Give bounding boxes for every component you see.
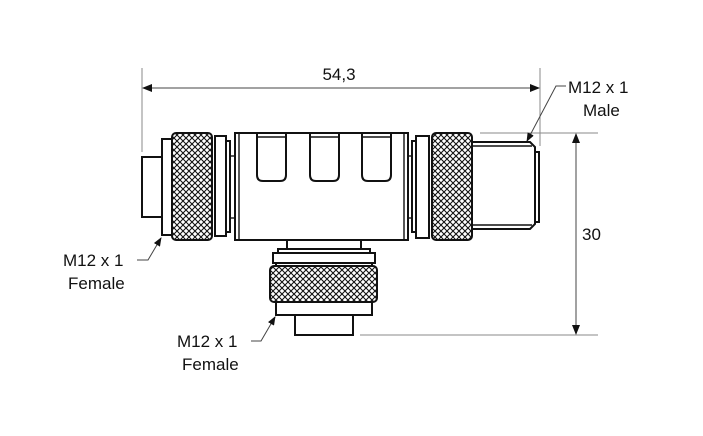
- right-knurled-nut: [431, 132, 473, 241]
- length-dimension: 54,3: [141, 65, 541, 152]
- male-leader-arrow: [526, 85, 566, 142]
- left-knurled-nut: [171, 132, 213, 241]
- main-body: [234, 132, 409, 241]
- bottom-female-label-type: Female: [182, 355, 239, 374]
- left-female-label-thread: M12 x 1: [63, 251, 123, 270]
- bottom-female-label-thread: M12 x 1: [177, 332, 237, 351]
- bottom-female-connector: [269, 239, 378, 336]
- right-male-connector: [408, 132, 540, 241]
- left-ring: [214, 135, 227, 237]
- male-label-type: Male: [583, 101, 620, 120]
- body-slot-3: [361, 133, 392, 182]
- bottom-female-leader-arrow: [251, 316, 276, 342]
- male-thread-body: [471, 141, 536, 230]
- bottom-plug: [294, 314, 354, 336]
- body-outline: [234, 132, 409, 241]
- left-female-leader-arrow: [137, 237, 162, 261]
- bottom-sleeve: [275, 301, 373, 316]
- left-plug: [141, 156, 163, 218]
- right-ring: [415, 135, 430, 239]
- length-value: 54,3: [322, 65, 355, 84]
- male-label-thread: M12 x 1: [568, 78, 628, 97]
- callout-left-female: M12 x 1 Female: [63, 237, 162, 293]
- body-slot-1: [256, 133, 287, 182]
- callout-bottom-female: M12 x 1 Female: [177, 316, 276, 374]
- male-tip: [534, 151, 540, 223]
- callout-male: M12 x 1 Male: [526, 78, 628, 142]
- height-dimension: 30: [360, 132, 601, 336]
- height-value: 30: [582, 225, 601, 244]
- bottom-knurled-nut: [269, 265, 378, 303]
- left-female-label-type: Female: [68, 274, 125, 293]
- left-ring-inner: [225, 140, 231, 233]
- body-slot-2: [309, 133, 340, 182]
- bottom-flange: [272, 252, 376, 264]
- bottom-neck: [286, 239, 362, 250]
- left-female-connector: [141, 132, 236, 241]
